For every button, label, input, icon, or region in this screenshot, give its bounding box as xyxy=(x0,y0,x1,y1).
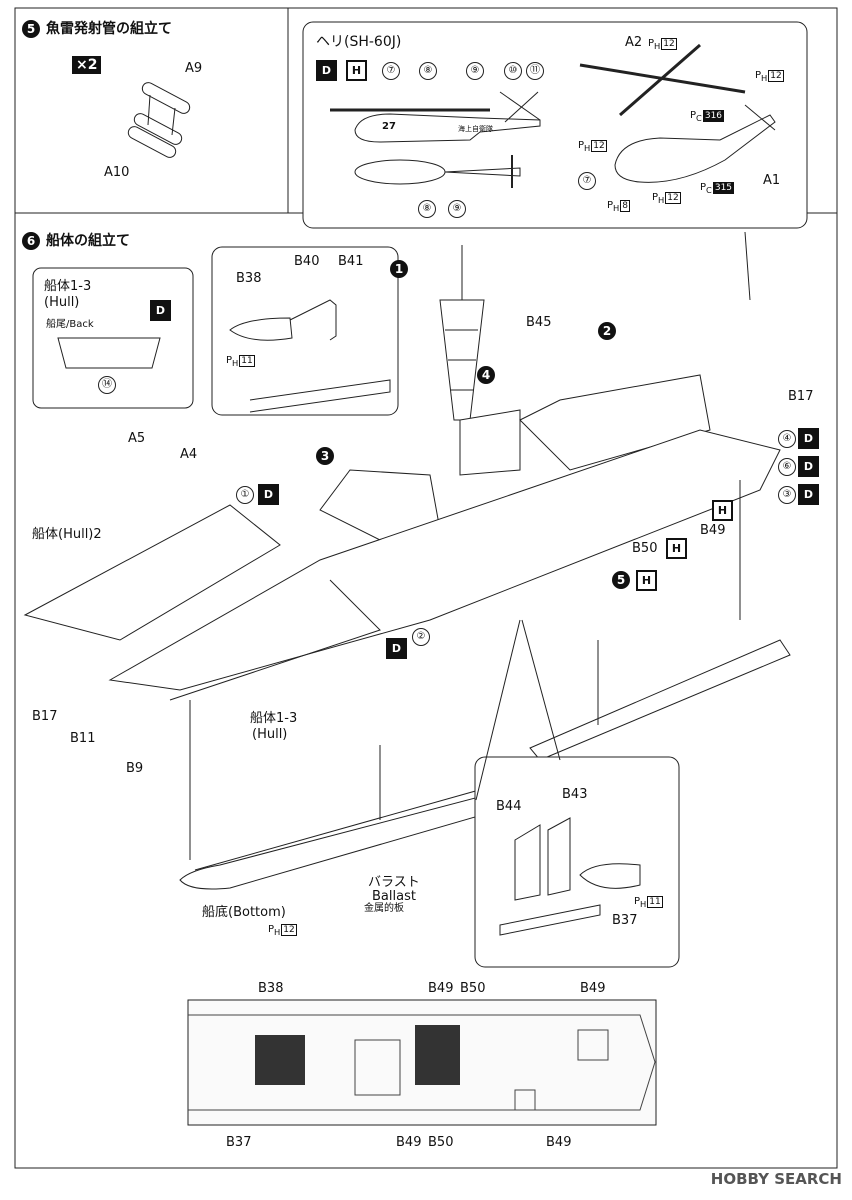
decal-ref-4: ④ xyxy=(778,430,796,448)
step6-heading: 6 船体の組立て xyxy=(22,230,130,250)
decal-h-b50: H xyxy=(666,538,687,559)
hull2-label: 船体(Hull)2 xyxy=(32,527,102,542)
heli-callout-8: ⑧ xyxy=(419,62,437,80)
step5-heading: 5 魚雷発射管の組立て xyxy=(22,18,172,38)
heli-callout-7b: ⑦ xyxy=(578,172,596,190)
plan-b49-bottom: B49 xyxy=(396,1135,422,1150)
hull-inset-callout: ⑭ xyxy=(98,376,116,394)
decal-sticker-d: D xyxy=(316,60,337,81)
part-b11: B11 xyxy=(70,731,96,746)
subassembly-3: 3 xyxy=(316,447,334,465)
hull-inset-title: 船体1-3 xyxy=(44,279,92,294)
ballast-jp: バラスト xyxy=(368,875,420,890)
hull-inset-sticker: D xyxy=(150,300,171,321)
part-b40: B40 xyxy=(294,254,320,269)
decal-sticker-h: H xyxy=(346,60,367,81)
decal-ref-1: ① xyxy=(236,486,254,504)
heli-callout-9b: ⑨ xyxy=(448,200,466,218)
part-a10: A10 xyxy=(104,165,130,180)
heli-callout-10: ⑩ xyxy=(504,62,522,80)
part-b37: B37 xyxy=(612,913,638,928)
part-a9: A9 xyxy=(185,61,203,76)
part-b44: B44 xyxy=(496,799,522,814)
heli-callout-7: ⑦ xyxy=(382,62,400,80)
part-b17-left: B17 xyxy=(32,709,58,724)
part-b45: B45 xyxy=(526,315,552,330)
heli-callout-8b: ⑧ xyxy=(418,200,436,218)
hull13-en: (Hull) xyxy=(252,727,288,742)
heli-callout-9: ⑨ xyxy=(466,62,484,80)
decal-h-b49: H xyxy=(712,500,733,521)
plan-b49-top: B49 xyxy=(428,981,454,996)
plan-b38: B38 xyxy=(258,981,284,996)
part-b49: B49 xyxy=(700,523,726,538)
plan-b49-bottom-right: B49 xyxy=(546,1135,572,1150)
part-a4: A4 xyxy=(180,447,198,462)
decal-ref-3: ③ xyxy=(778,486,796,504)
hull13-label: 船体1-3 xyxy=(250,711,298,726)
part-b41: B41 xyxy=(338,254,364,269)
hull-inset-back: 船尾/Back xyxy=(46,319,94,330)
step5-number: 5 xyxy=(22,20,40,38)
decal-d-3: D xyxy=(798,484,819,505)
heli-side-number: 27 xyxy=(382,121,396,132)
step5-multiplier: ×2 xyxy=(72,56,102,74)
part-b9: B9 xyxy=(126,761,144,776)
plan-b37: B37 xyxy=(226,1135,252,1150)
step6-title: 船体の組立て xyxy=(46,233,130,249)
part-b17-right: B17 xyxy=(788,389,814,404)
decal-d-4: D xyxy=(798,428,819,449)
part-b50: B50 xyxy=(632,541,658,556)
hull-inset-subtitle: (Hull) xyxy=(44,295,80,310)
step5-title: 魚雷発射管の組立て xyxy=(46,21,172,37)
ballast-en: Ballast xyxy=(372,889,416,904)
part-a1: A1 xyxy=(763,173,781,188)
decal-ref-2: ② xyxy=(412,628,430,646)
subassembly-4: 4 xyxy=(477,366,495,384)
decal-d-2: D xyxy=(386,638,407,659)
decal-d-1: D xyxy=(258,484,279,505)
decal-h-5: H xyxy=(636,570,657,591)
decal-d-6: D xyxy=(798,456,819,477)
plan-b49-top-right: B49 xyxy=(580,981,606,996)
ballast-cn: 金属的板 xyxy=(364,903,404,914)
step6-number: 6 xyxy=(22,232,40,250)
heli-side-text: 海上自衛隊 xyxy=(458,125,493,133)
heli-callout-11: ⑪ xyxy=(526,62,544,80)
plan-b50-bottom: B50 xyxy=(428,1135,454,1150)
part-b43: B43 xyxy=(562,787,588,802)
decal-ref-6: ⑥ xyxy=(778,458,796,476)
subassembly-2: 2 xyxy=(598,322,616,340)
bottom-label: 船底(Bottom) xyxy=(202,905,286,920)
plan-b50-top: B50 xyxy=(460,981,486,996)
part-a5: A5 xyxy=(128,431,146,446)
watermark: HOBBY SEARCH xyxy=(710,1170,842,1188)
subassembly-5: 5 xyxy=(612,571,630,589)
heli-title: ヘリ(SH-60J) xyxy=(316,34,402,50)
part-b38: B38 xyxy=(236,271,262,286)
subassembly-1: 1 xyxy=(390,260,408,278)
part-a2: A2 xyxy=(625,35,643,50)
